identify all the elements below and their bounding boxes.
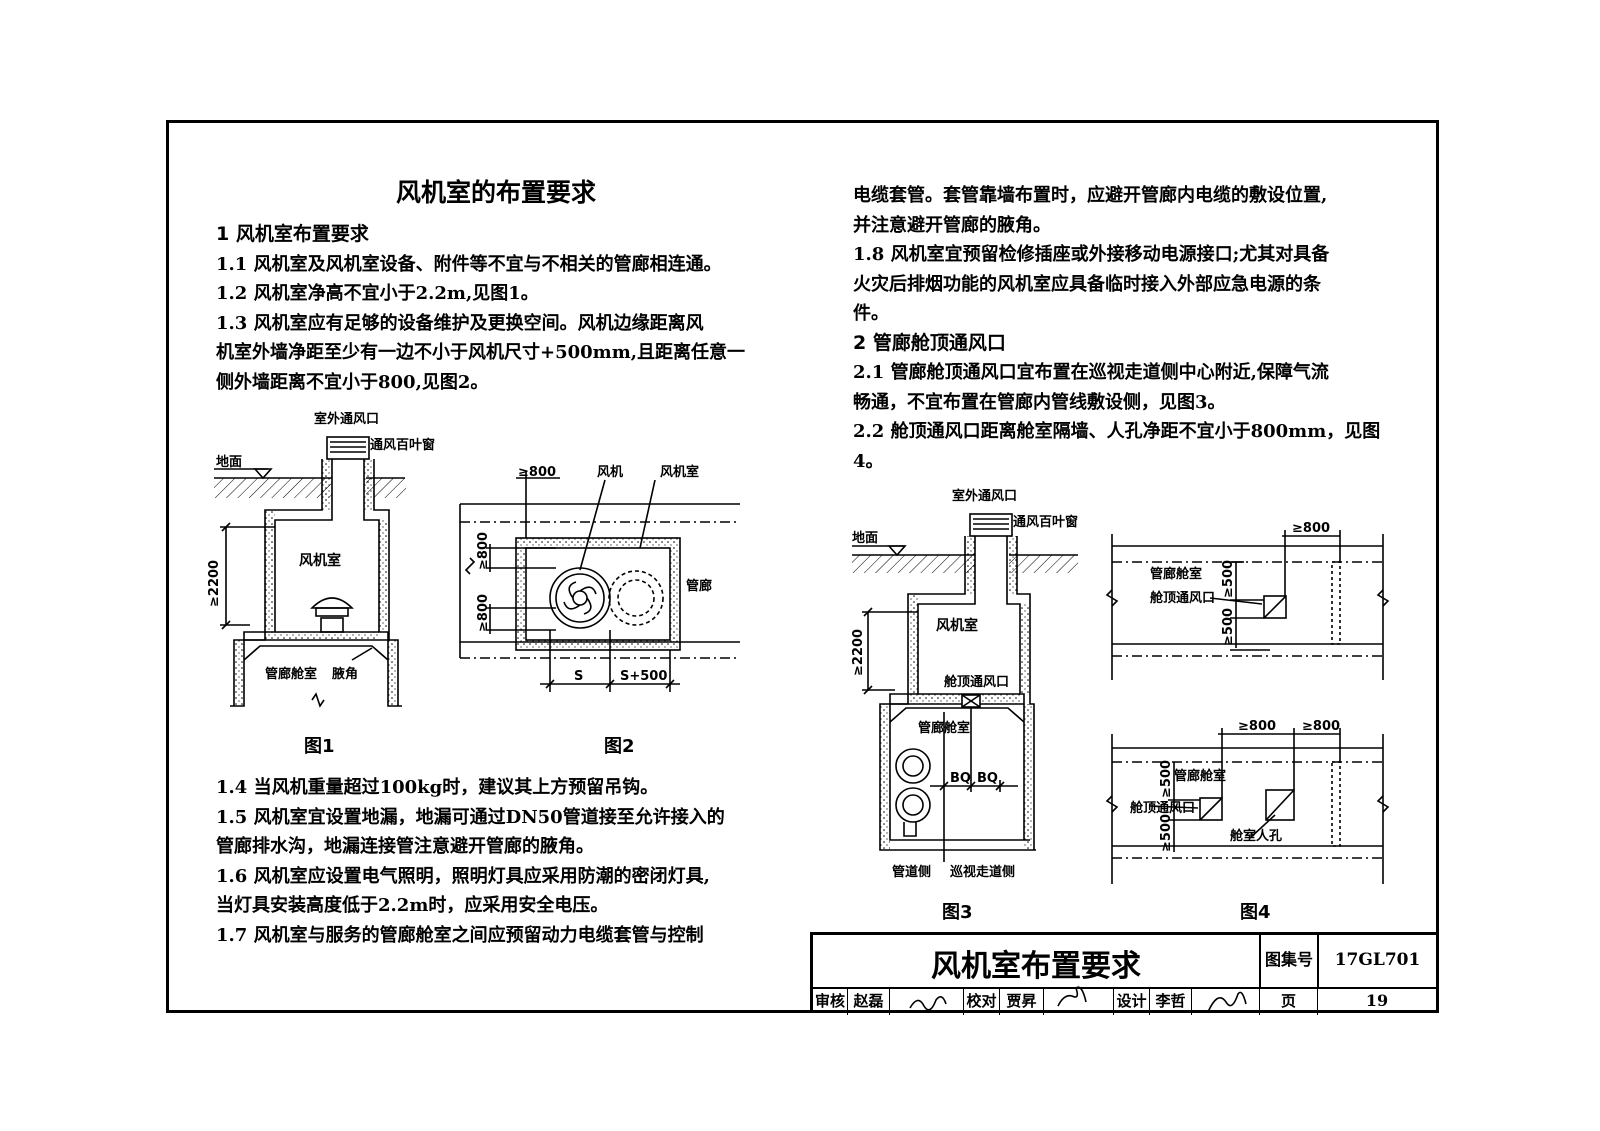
checker-signature	[1043, 989, 1113, 1015]
title-block: 风机室布置要求 图集号 17GL701 审核 赵磊 校对 贾昇 设计 李哲 页 …	[810, 932, 1436, 1015]
fig2-s500: S+500	[620, 669, 667, 684]
paragraph: 1.1 风机室及风机室设备、附件等不宜与不相关的管廊相连通。	[216, 253, 722, 275]
figure-4	[1105, 530, 1390, 680]
fig2-dim800-b: ≥800	[476, 594, 491, 632]
paragraph: 并注意避开管廊的腋角。	[853, 214, 1051, 236]
paragraph: 侧外墙距离不宜小于800,见图2。	[216, 371, 489, 393]
fig3-outdoor-vent: 室外通风口	[952, 488, 1017, 504]
fig4-vent-a: 舱顶通风口	[1150, 590, 1215, 606]
fig4-vent-b: 舱顶通风口	[1130, 800, 1195, 816]
paragraph: 2.1 管廊舱顶通风口宜布置在巡视走道侧中心附近,保障气流	[853, 362, 1329, 383]
review-label: 审核	[814, 992, 845, 1010]
title-block-title: 风机室布置要求	[931, 949, 1141, 984]
paragraph: 1.3 风机室应有足够的设备维护及更换空间。风机边缘距离风	[216, 312, 704, 334]
title-block-signoff: 审核 赵磊 校对 贾昇 设计 李哲 页 19	[813, 989, 1436, 1015]
paragraph: 1.6 风机室应设置电气照明，照明灯具应采用防潮的密闭灯具,	[216, 865, 710, 887]
paragraph: 火灾后排烟功能的风机室应具备临时接入外部应急电源的条	[853, 273, 1321, 295]
fig2-fan-room: 风机室	[660, 464, 699, 480]
fig4-cabin-a: 管廊舱室	[1150, 566, 1202, 582]
figure-1-caption: 图1	[304, 736, 335, 757]
page-title: 风机室的布置要求	[396, 178, 597, 207]
reviewer-signature	[889, 989, 963, 1015]
fig4-dim800-2: ≥800	[1302, 719, 1340, 734]
paragraph: 4。	[853, 450, 884, 472]
fig3-height: ≥2200	[851, 629, 866, 676]
fig3-fan-room: 风机室	[936, 617, 978, 634]
fig1-ground: 地面	[216, 454, 242, 470]
fig3-walk-side: 巡视走道侧	[950, 864, 1015, 880]
fig2-fan: 风机	[597, 464, 623, 480]
atlas-number: 17GL701	[1317, 935, 1436, 987]
fig3-roof-vent: 舱顶通风口	[944, 674, 1009, 690]
figure-4-caption: 图4	[1240, 902, 1271, 923]
fig2-s: S	[574, 669, 583, 684]
figure-3-caption: 图3	[942, 902, 973, 923]
paragraph: 2.2 舱顶通风口距离舱室隔墙、人孔净距不宜小于800mm，见图	[853, 421, 1381, 442]
signature-marks	[909, 986, 1247, 1013]
fig3-pipe-side: 管道侧	[892, 864, 931, 880]
figure-2-caption: 图2	[604, 736, 635, 757]
fig4-cabin-b: 管廊舱室	[1174, 768, 1226, 784]
fig1-height: ≥2200	[207, 560, 222, 607]
fig1-outdoor-vent: 室外通风口	[314, 411, 379, 427]
fig4-dim800-1: ≥800	[1238, 719, 1276, 734]
fig3-ground: 地面	[852, 530, 878, 546]
paragraph: 1.2 风机室净高不宜小于2.2m,见图1。	[216, 283, 539, 304]
left-text-bottom: 1.4 当风机重量超过100kg时，建议其上方预留吊钩。 1.5 风机室宜设置地…	[216, 773, 786, 950]
page-number: 19	[1317, 989, 1436, 1015]
fig1-cabin: 管廊舱室	[265, 666, 317, 682]
fig1-fan-room: 风机室	[299, 552, 341, 569]
figure-3	[852, 513, 1078, 862]
paragraph: 1.5 风机室宜设置地漏，地漏可通过DN50管道接至允许接入的	[216, 806, 725, 828]
section-heading: 2 管廊舱顶通风口	[853, 331, 1006, 354]
drawing-frame	[166, 120, 1439, 1013]
check-label: 校对	[963, 989, 999, 1015]
paragraph: 件。	[853, 303, 889, 324]
fig4-manhole: 舱室人孔	[1230, 828, 1282, 844]
fig3-louver: 通风百叶窗	[1013, 514, 1078, 530]
reviewer-name: 赵磊	[847, 989, 889, 1015]
paragraph: 畅通，不宜布置在管廊内管线敷设侧，见图3。	[853, 391, 1226, 413]
fig1-louver: 通风百叶窗	[370, 437, 435, 453]
figure-1	[214, 436, 406, 708]
fig4-d500-b2: ≥500	[1159, 814, 1174, 852]
atlas-label: 图集号	[1259, 935, 1317, 987]
fig4-d500-b1: ≥500	[1159, 760, 1174, 798]
design-label: 设计	[1113, 989, 1149, 1015]
fig2-dim800-top: ≥800	[518, 465, 556, 480]
paragraph: 电缆套管。套管靠墙布置时，应避开管廊内电缆的敷设位置,	[853, 185, 1328, 206]
designer-signature	[1191, 989, 1259, 1015]
right-text: 电缆套管。套管靠墙布置时，应避开管廊内电缆的敷设位置, 并注意避开管廊的腋角。 …	[853, 181, 1423, 476]
fig4-d500-a1: ≥500	[1221, 560, 1236, 598]
paragraph: 机室外墙净距至少有一边不小于风机尺寸+500mm,且距离任意一	[216, 342, 746, 363]
paragraph: 1.4 当风机重量超过100kg时，建议其上方预留吊钩。	[216, 777, 659, 798]
figure-4-lower	[1105, 728, 1390, 884]
fig2-corridor: 管廊	[686, 578, 712, 594]
paragraph: 当灯具安装高度低于2.2m时，应采用安全电压。	[216, 895, 609, 916]
fig1-haunch: 腋角	[332, 666, 358, 682]
left-text-top: 1 风机室布置要求 1.1 风机室及风机室设备、附件等不宜与不相关的管廊相连通。…	[216, 220, 776, 397]
fig3-bq1: BQ	[950, 771, 971, 786]
paragraph: 1.8 风机室宜预留检修插座或外接移动电源接口;尤其对具备	[853, 244, 1330, 265]
page-label: 页	[1259, 989, 1317, 1015]
title-block-row: 风机室布置要求 图集号 17GL701	[813, 935, 1436, 989]
paragraph: 管廊排水沟，地漏连接管注意避开管廊的腋角。	[216, 836, 594, 857]
designer-name: 李哲	[1149, 989, 1191, 1015]
section-heading: 1 风机室布置要求	[216, 223, 369, 245]
checker-name: 贾昇	[999, 989, 1043, 1015]
figure-2	[459, 472, 740, 692]
fig2-dim800-a: ≥800	[476, 532, 491, 570]
fig3-cabin: 管廊舱室	[918, 720, 970, 736]
fig3-bq2: BQ	[977, 771, 998, 786]
fig4-top-dim: ≥800	[1292, 521, 1330, 536]
fig4-d500-a2: ≥500	[1221, 608, 1236, 646]
paragraph: 1.7 风机室与服务的管廊舱室之间应预留动力电缆套管与控制	[216, 924, 704, 946]
